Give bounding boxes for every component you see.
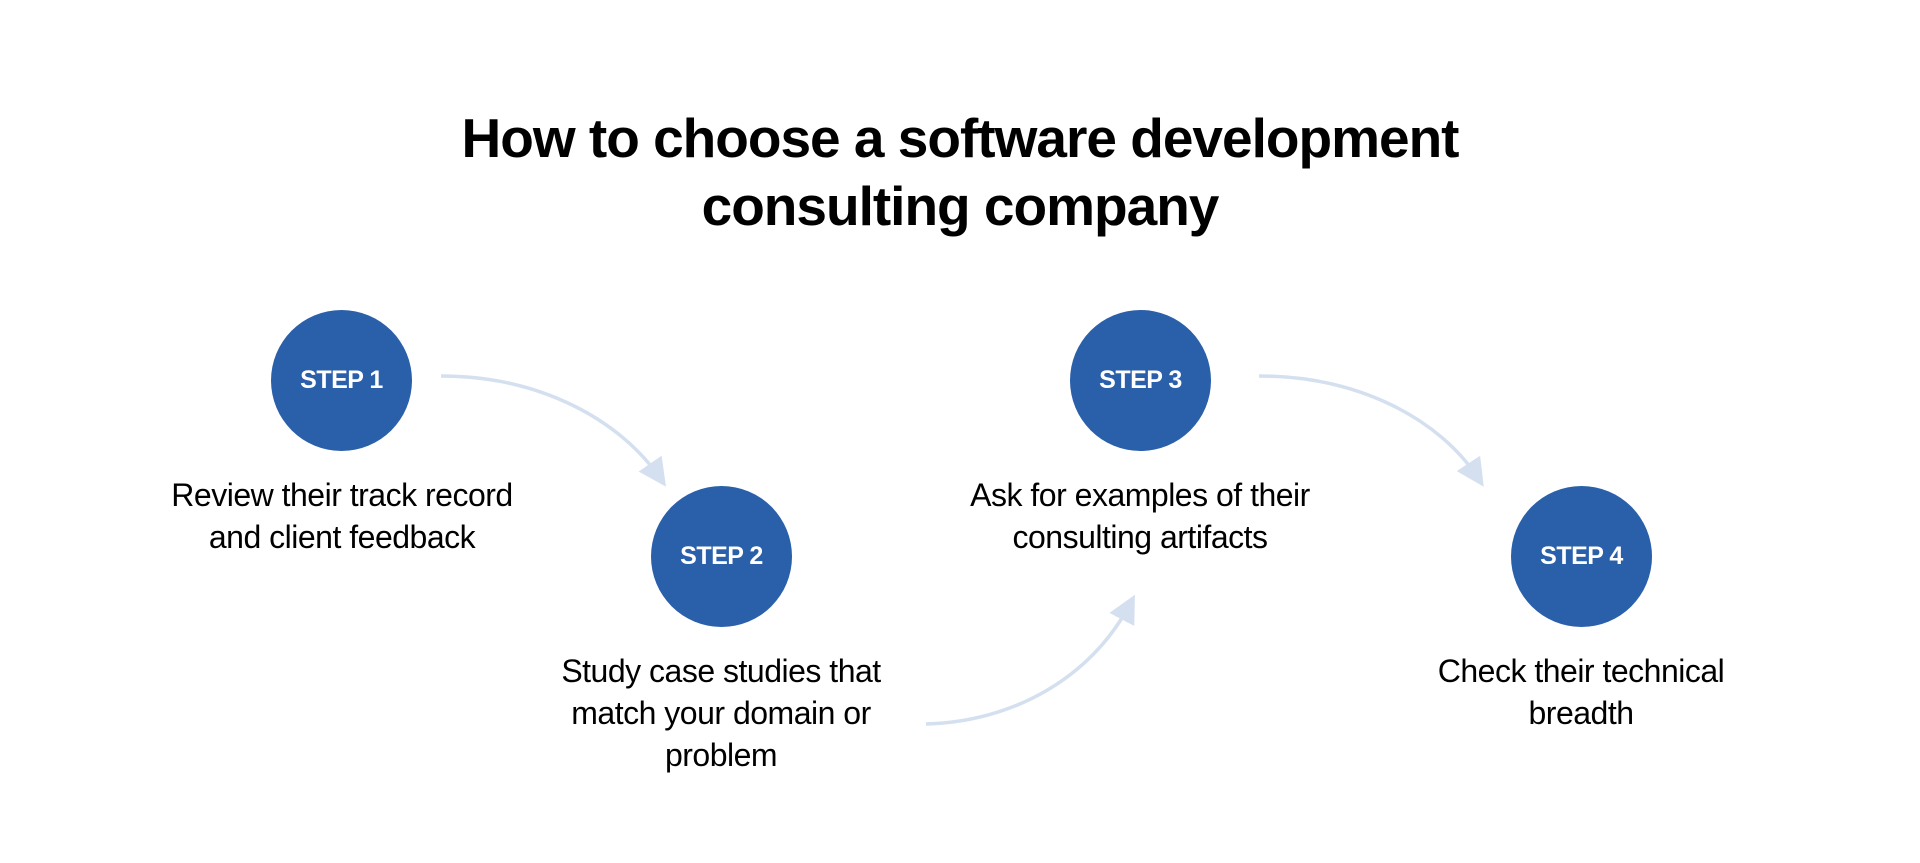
step-2-circle: STEP 2 [651,486,792,627]
step-2-description-line: Study case studies that [561,653,881,689]
page-title: How to choose a software development con… [0,104,1920,240]
step-3-description-line: consulting artifacts [1012,519,1268,555]
step-4-description: Check their technical breadth [1371,650,1791,734]
curved-arrow-down-right-icon [1258,374,1484,487]
step-1-circle: STEP 1 [271,310,412,451]
step-2-description-line: match your domain or [571,695,871,731]
step-4-description-line: breadth [1528,695,1634,731]
step-1-description-line: and client feedback [208,519,476,555]
title-line-2: consulting company [701,175,1220,237]
title-line-1: How to choose a software development [461,107,1460,169]
step-1-description: Review their track record and client fee… [132,474,552,558]
step-4-circle: STEP 4 [1511,486,1652,627]
step-4-description-line: Check their technical [1437,653,1725,689]
step-4-label: STEP 4 [1540,542,1623,570]
step-3-label: STEP 3 [1099,366,1182,394]
step-3-description: Ask for examples of their consulting art… [930,474,1350,558]
step-1-label: STEP 1 [300,366,383,394]
step-1-description-line: Review their track record [171,477,513,513]
step-3-circle: STEP 3 [1070,310,1211,451]
step-2-label: STEP 2 [680,542,763,570]
step-3-description-line: Ask for examples of their [970,477,1310,513]
curved-arrow-up-right-icon [925,594,1135,726]
curved-arrow-down-right-icon [440,374,666,487]
step-2-description-line: problem [664,737,778,773]
step-2-description: Study case studies that match your domai… [511,650,931,776]
